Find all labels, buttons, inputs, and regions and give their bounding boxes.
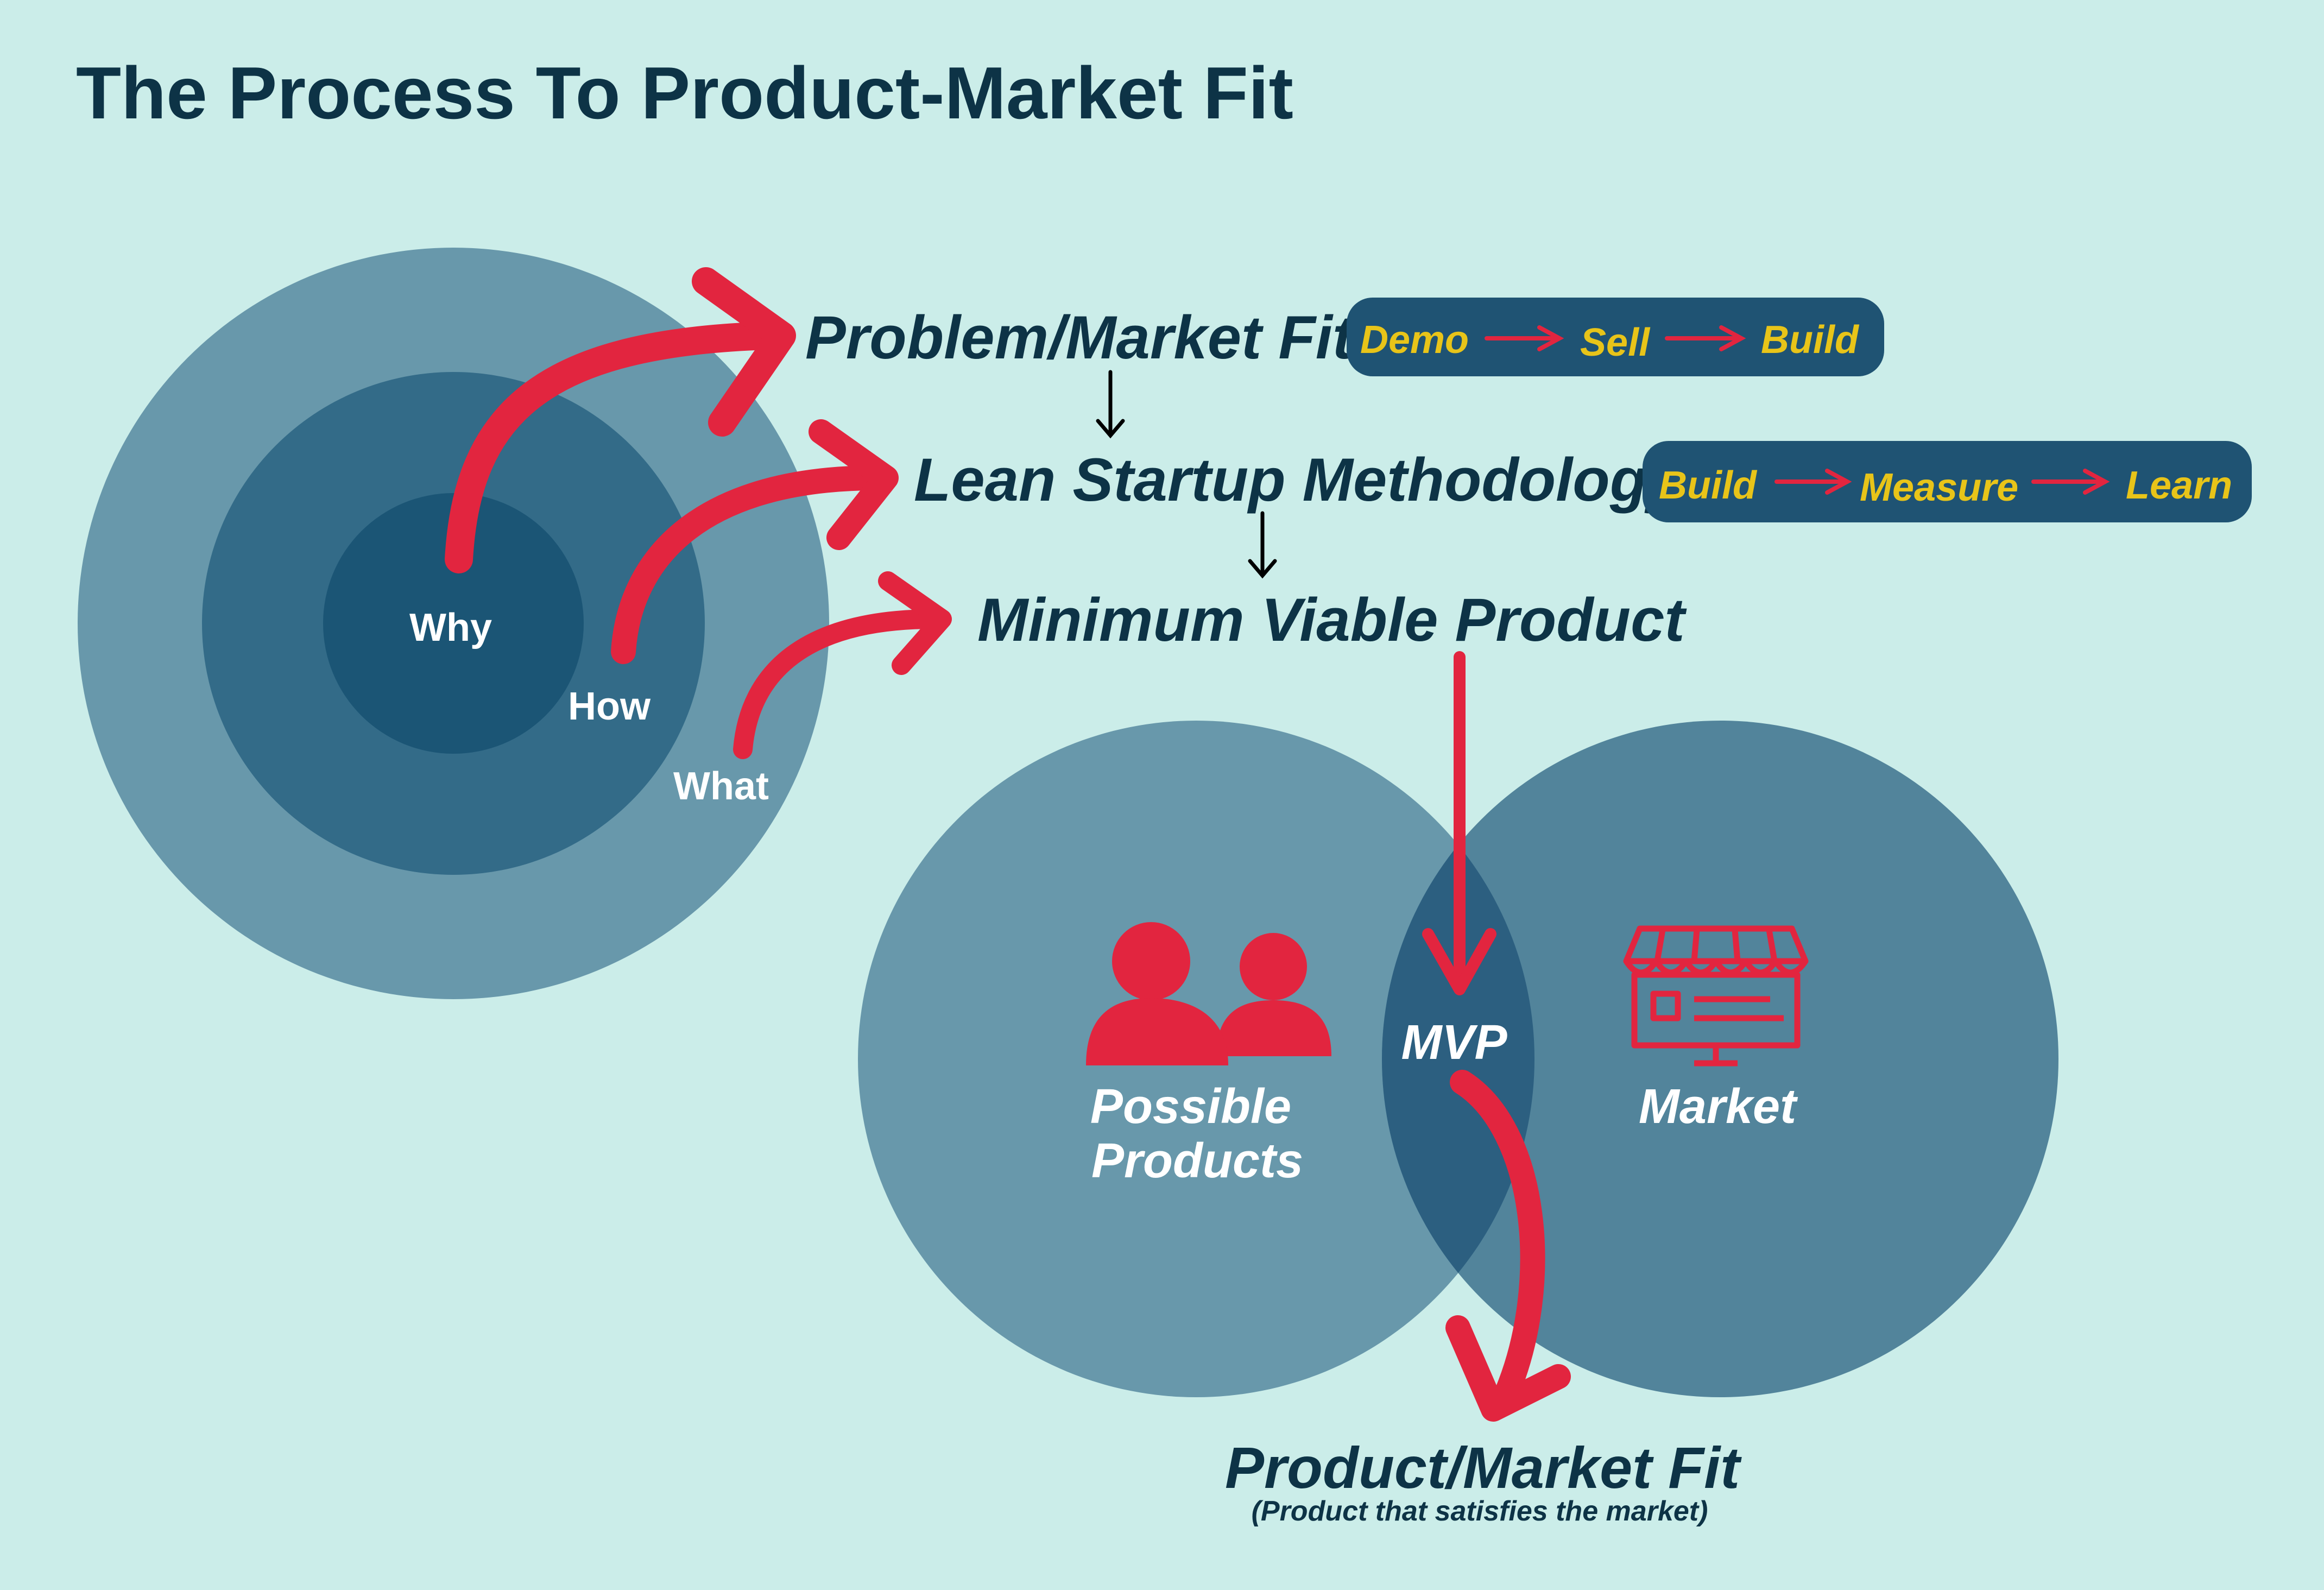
venn-intersection-label: MVP xyxy=(1401,1015,1507,1070)
result-sublabel: (Product that satisfies the market) xyxy=(1252,1496,1708,1527)
pill-background xyxy=(1347,298,1884,376)
why-label: Why xyxy=(409,606,492,649)
how-label: How xyxy=(568,685,651,728)
what-arrow-head xyxy=(878,571,952,675)
pill-step-sell: Sell xyxy=(1580,321,1651,364)
red-arrow-icon xyxy=(2031,469,2110,495)
why-arrow-head xyxy=(692,267,796,437)
storefront-icon xyxy=(1623,925,1809,1067)
pill-step-build: Build xyxy=(1659,464,1758,507)
pill-step-demo: Demo xyxy=(1360,318,1469,362)
golden-circle: Why How What xyxy=(78,248,829,999)
inner-circle-why xyxy=(323,493,584,754)
stage-problem-market-fit: Problem/Market Fit xyxy=(805,304,1355,371)
red-arrow-icon xyxy=(1774,469,1852,495)
people-icon xyxy=(1086,922,1331,1065)
down-arrow-1 xyxy=(1096,370,1125,439)
pill-step-learn: Learn xyxy=(2126,464,2232,507)
what-label: What xyxy=(673,765,769,808)
how-arrow-head xyxy=(809,419,899,550)
result-label: Product/Market Fit xyxy=(1225,1435,1742,1500)
pill-problem-steps: Demo Sell Build xyxy=(1347,298,1884,376)
red-arrow-icon xyxy=(1665,325,1746,351)
pill-step-build: Build xyxy=(1761,318,1860,362)
pill-background xyxy=(1643,441,2252,522)
how-arrow xyxy=(611,465,889,664)
red-arrow-icon xyxy=(1485,325,1564,351)
venn-right-label: Market xyxy=(1639,1080,1798,1134)
down-arrow-2 xyxy=(1248,511,1277,579)
venn-left-label-line1: Possible xyxy=(1090,1080,1291,1134)
stage-lean-startup: Lean Startup Methodology xyxy=(914,446,1683,514)
why-arrow xyxy=(445,321,785,573)
pill-step-measure: Measure xyxy=(1860,466,2018,509)
page-title: The Process To Product-Market Fit xyxy=(76,52,1293,134)
pill-lean-steps: Build Measure Learn xyxy=(1643,441,2252,522)
what-arrow xyxy=(733,609,944,759)
venn-left-label-line2: Products xyxy=(1091,1134,1303,1188)
venn-right-circle xyxy=(1382,721,2058,1397)
stage-connectors xyxy=(1096,370,1277,579)
result-arrow xyxy=(1445,1070,1571,1422)
stage-mvp: Minimum Viable Product xyxy=(977,586,1687,654)
mvp-down-arrow xyxy=(1422,651,1496,995)
curved-arrows xyxy=(445,267,952,759)
